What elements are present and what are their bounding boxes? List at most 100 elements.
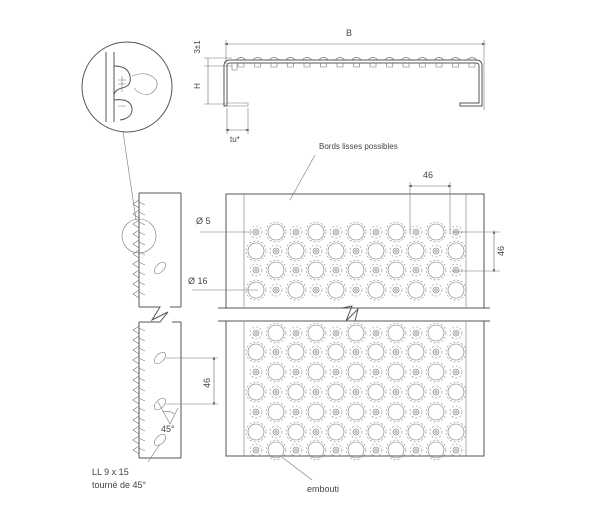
small-hole-center bbox=[294, 448, 298, 452]
small-hole bbox=[292, 228, 300, 236]
small-hole-center bbox=[374, 230, 378, 234]
small-hole-center bbox=[434, 430, 438, 434]
large-hole-emboss bbox=[345, 322, 367, 344]
large-hole bbox=[387, 363, 405, 381]
small-hole-emboss bbox=[349, 345, 363, 359]
large-hole bbox=[287, 343, 305, 361]
small-hole-emboss bbox=[369, 443, 383, 457]
small-hole-center bbox=[314, 249, 318, 253]
slot-holes bbox=[153, 261, 167, 447]
dim-46-top-label: 46 bbox=[423, 170, 433, 180]
edge-tooth bbox=[132, 325, 140, 335]
small-hole bbox=[372, 228, 380, 236]
small-hole-emboss bbox=[449, 443, 463, 457]
small-hole-center bbox=[454, 331, 458, 335]
small-hole bbox=[272, 388, 280, 396]
small-hole-center bbox=[394, 249, 398, 253]
edge-tooth-inner bbox=[138, 407, 146, 412]
small-hole-emboss bbox=[389, 345, 403, 359]
large-hole-emboss bbox=[425, 221, 447, 243]
profile-bump bbox=[450, 57, 461, 61]
small-hole-center bbox=[334, 370, 338, 374]
small-hole bbox=[352, 286, 360, 294]
small-hole-emboss bbox=[329, 326, 343, 340]
edge-tooth bbox=[132, 239, 140, 249]
large-hole bbox=[327, 423, 345, 441]
small-hole-center bbox=[394, 288, 398, 292]
edge-tooth-inner bbox=[138, 447, 146, 452]
profile-dimple bbox=[254, 63, 261, 68]
small-hole bbox=[372, 329, 380, 337]
small-hole-emboss bbox=[449, 365, 463, 379]
small-hole-center bbox=[334, 448, 338, 452]
large-hole-emboss bbox=[405, 381, 427, 403]
large-hole bbox=[327, 383, 345, 401]
edge-tooth bbox=[132, 415, 140, 425]
small-hole bbox=[372, 266, 380, 274]
large-hole bbox=[307, 403, 325, 421]
large-hole bbox=[427, 441, 445, 459]
edge-tooth-inner bbox=[138, 201, 146, 206]
edge-tooth-inner bbox=[138, 357, 146, 362]
large-hole-emboss bbox=[445, 240, 467, 262]
small-hole bbox=[332, 368, 340, 376]
small-hole-emboss bbox=[249, 443, 263, 457]
edge-tooth bbox=[132, 209, 140, 219]
small-hole bbox=[432, 286, 440, 294]
small-hole-center bbox=[454, 370, 458, 374]
large-hole bbox=[347, 223, 365, 241]
small-hole-emboss bbox=[289, 225, 303, 239]
large-hole-emboss bbox=[445, 279, 467, 301]
profile-bump bbox=[235, 57, 247, 61]
small-hole bbox=[452, 266, 460, 274]
large-hole bbox=[367, 383, 385, 401]
large-hole bbox=[407, 281, 425, 299]
large-hole bbox=[407, 383, 425, 401]
small-hole bbox=[332, 228, 340, 236]
small-hole-center bbox=[274, 430, 278, 434]
small-hole-center bbox=[254, 410, 258, 414]
small-hole-center bbox=[454, 448, 458, 452]
small-hole-center bbox=[294, 230, 298, 234]
edge-tooth-inner bbox=[138, 241, 146, 246]
small-hole bbox=[312, 286, 320, 294]
large-hole-emboss bbox=[305, 361, 327, 383]
profile-view: B 3±1 H tu* bbox=[193, 28, 486, 144]
small-hole bbox=[312, 348, 320, 356]
large-hole bbox=[367, 343, 385, 361]
small-hole-center bbox=[454, 410, 458, 414]
large-hole bbox=[267, 261, 285, 279]
large-hole-emboss bbox=[245, 381, 267, 403]
large-hole-emboss bbox=[365, 279, 387, 301]
edge-tooth-inner bbox=[138, 327, 146, 332]
dim-B-label: B bbox=[346, 28, 352, 38]
small-hole-center bbox=[374, 410, 378, 414]
small-hole-emboss bbox=[409, 405, 423, 419]
small-hole-center bbox=[394, 350, 398, 354]
edge-tooth bbox=[132, 279, 140, 289]
large-hole bbox=[327, 281, 345, 299]
small-hole-emboss bbox=[249, 365, 263, 379]
small-hole-emboss bbox=[369, 326, 383, 340]
small-hole-emboss bbox=[349, 283, 363, 297]
small-hole-emboss bbox=[309, 385, 323, 399]
large-hole bbox=[307, 261, 325, 279]
large-hole-emboss bbox=[245, 279, 267, 301]
edge-tooth-inner bbox=[138, 281, 146, 286]
small-hole-center bbox=[334, 410, 338, 414]
large-hole bbox=[247, 383, 265, 401]
small-hole-center bbox=[274, 249, 278, 253]
small-hole-emboss bbox=[269, 345, 283, 359]
small-hole-center bbox=[434, 350, 438, 354]
profile-dimple bbox=[386, 63, 393, 68]
large-hole-emboss bbox=[345, 439, 367, 461]
large-hole bbox=[367, 242, 385, 260]
large-hole bbox=[307, 324, 325, 342]
profile-bump bbox=[252, 57, 263, 61]
small-hole-emboss bbox=[349, 425, 363, 439]
small-hole bbox=[272, 247, 280, 255]
edge-tooth-inner bbox=[138, 347, 146, 352]
small-hole-center bbox=[374, 268, 378, 272]
small-hole bbox=[252, 368, 260, 376]
small-hole bbox=[292, 329, 300, 337]
